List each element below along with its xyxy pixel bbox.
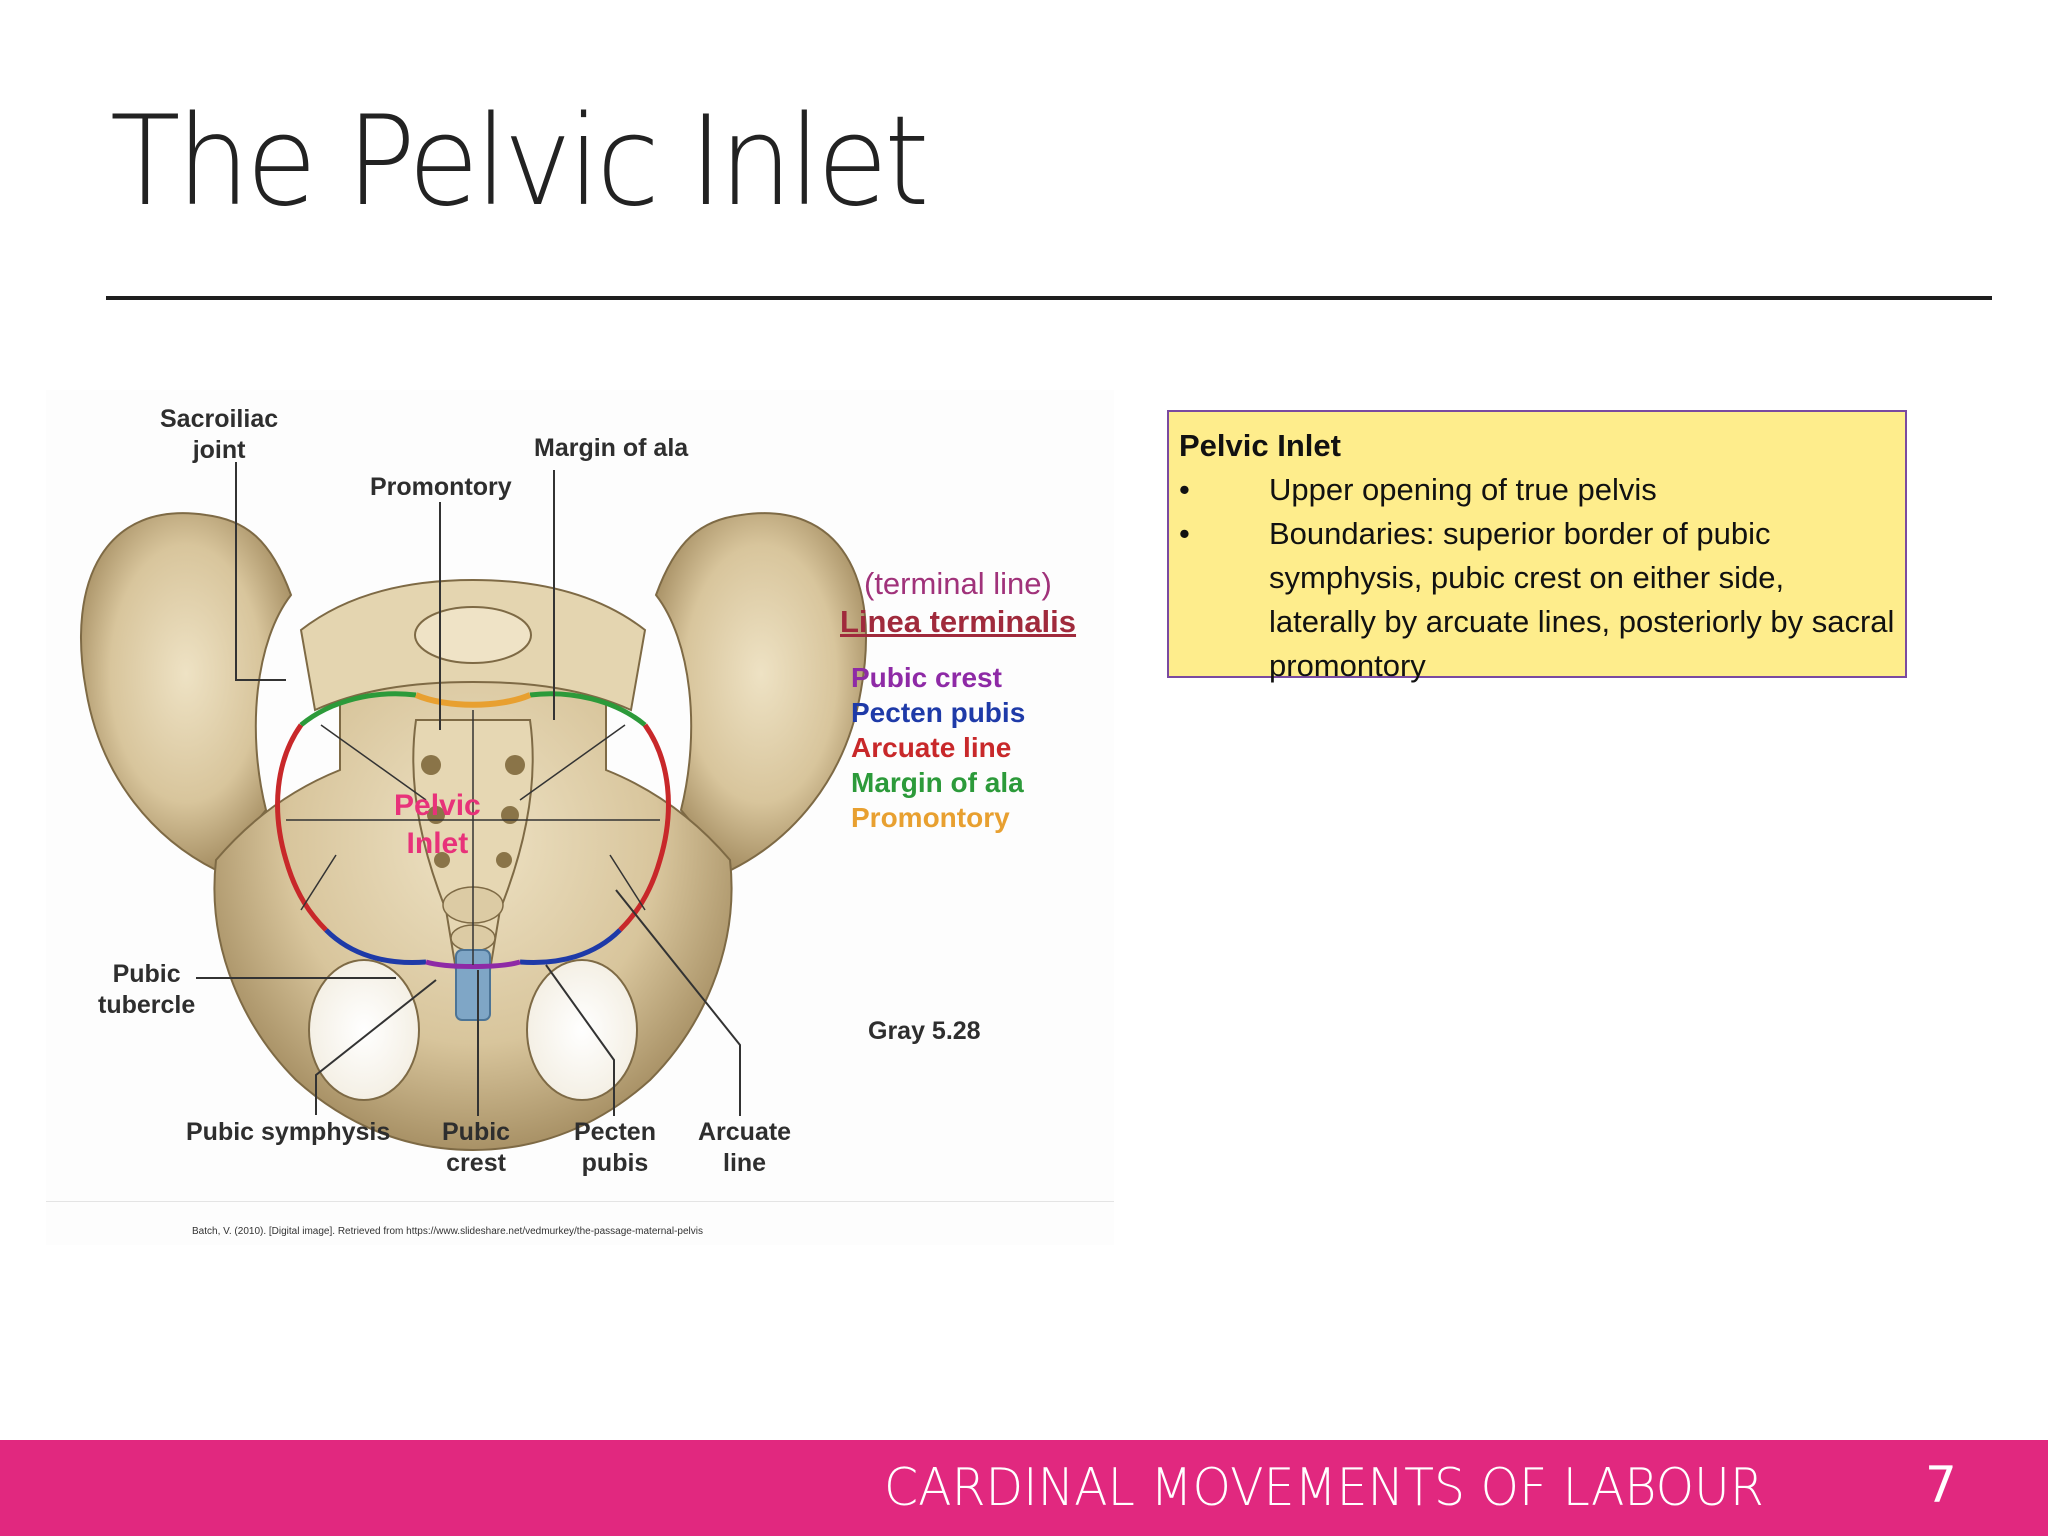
bullet-icon: •	[1179, 472, 1190, 507]
legend-heading: Linea terminalis	[840, 604, 1077, 639]
pelvis-illustration	[80, 462, 867, 1152]
bullet-icon: •	[1179, 516, 1190, 551]
label-pecten-pubis: Pecten pubis	[574, 1118, 656, 1177]
pelvis-figure	[46, 390, 1114, 1245]
info-box-list: • Upper opening of true pelvis • Boundar…	[1179, 468, 1895, 688]
label-pubic-symphysis: Pubic symphysis	[186, 1118, 391, 1146]
bullet-text: Upper opening of true pelvis	[1269, 472, 1657, 507]
legend-item-pecten-pubis: Pecten pubis	[851, 697, 1026, 728]
legend-item-pubic-crest: Pubic crest	[851, 662, 1002, 693]
legend-item-promontory: Promontory	[851, 802, 1010, 833]
info-box-title: Pelvic Inlet	[1179, 428, 1341, 463]
list-item: • Boundaries: superior border of pubic s…	[1179, 512, 1895, 688]
label-pubic-crest: Pubic crest	[442, 1118, 511, 1177]
info-box: Pelvic Inlet • Upper opening of true pel…	[1167, 410, 1907, 683]
list-item: • Upper opening of true pelvis	[1179, 468, 1895, 512]
label-promontory: Promontory	[370, 473, 512, 501]
legend-item-arcuate-line: Arcuate line	[851, 732, 1012, 763]
page-number: 7	[1925, 1456, 1957, 1514]
legend-subtitle: (terminal line)	[864, 566, 1052, 601]
bullet-text: Boundaries: superior border of pubic sym…	[1269, 516, 1895, 683]
image-citation: Batch, V. (2010). [Digital image]. Retri…	[192, 1226, 703, 1237]
footer-bar	[0, 1440, 2048, 1536]
label-sacroiliac-joint: Sacroiliac joint	[160, 405, 279, 464]
title-divider	[106, 296, 1992, 300]
legend-item-margin-of-ala: Margin of ala	[851, 767, 1024, 798]
slide-title: The Pelvic Inlet	[110, 90, 929, 234]
label-pubic-tubercle: Pubic tubercle	[98, 960, 196, 1019]
label-gray-reference: Gray 5.28	[868, 1017, 981, 1045]
figure-divider	[46, 1201, 1114, 1202]
footer-title: CARDINAL MOVEMENTS OF LABOUR	[884, 1458, 1764, 1518]
label-arcuate-line: Arcuate line	[698, 1118, 792, 1177]
label-margin-of-ala: Margin of ala	[534, 434, 689, 462]
label-pelvic-inlet: Pelvic Inlet	[394, 789, 481, 860]
